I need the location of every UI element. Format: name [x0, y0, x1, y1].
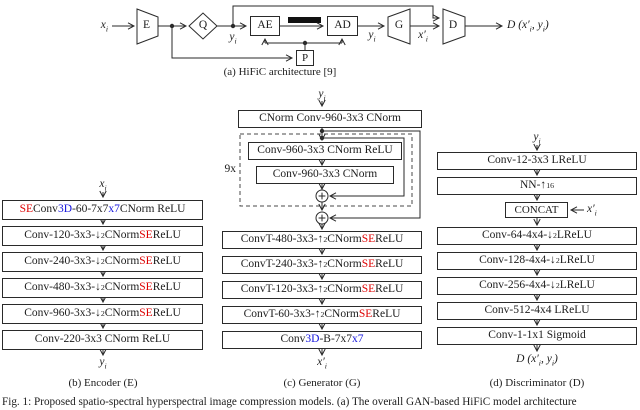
generator-upsample-layer: ConvT-120-3x3-↑2 CNorm SE ReLU [222, 281, 422, 299]
encoder-output-y-i: yi [99, 356, 107, 371]
residual-layer: Conv-960-3x3 CNorm [256, 166, 394, 184]
caption-d: (d) Discriminator (D) [489, 377, 585, 389]
node-G: G [394, 19, 404, 31]
caption-b: (b) Encoder (E) [68, 377, 138, 389]
discriminator-output: D (x′i, yi) [516, 353, 558, 368]
add-circle [315, 211, 329, 225]
encoder-input-x-i: xi [99, 178, 107, 193]
encoder-layer: Conv-120-3x3-↓2 CNorm SE ReLU [2, 226, 203, 246]
branch-dot [302, 40, 308, 46]
node-D: D [448, 19, 458, 31]
concat-input-x-prime-i: x′i [587, 203, 597, 218]
bitstream-bar [288, 17, 321, 23]
encoder-layer: Conv-480-3x3-↓2 CNorm SE ReLU [2, 278, 203, 298]
discriminator-input-y-i: yi [533, 131, 541, 146]
label-d-output: D (x′i, yi) [507, 19, 549, 34]
caption-a: (a) HiFiC architecture [9] [223, 66, 337, 78]
residual-repeat-label: 9x [224, 163, 237, 175]
discriminator-layer: Conv-128-4x4-↓2 LReLU [437, 252, 637, 270]
encoder-layer: Conv-960-3x3-↓2 CNorm SE ReLU [2, 304, 203, 324]
label-y-i-latent: yi [229, 31, 237, 46]
generator-input-y-i: yi [318, 88, 326, 103]
node-AD: AD [327, 16, 358, 36]
discriminator-layer: Conv-1-1x1 Sigmoid [437, 327, 637, 345]
concat-node: CONCAT [505, 202, 568, 218]
encoder-layer: Conv-240-3x3-↓2 CNorm SE ReLU [2, 252, 203, 272]
discriminator-layer: Conv-512-4x4 LReLU [437, 302, 637, 320]
branch-dot [169, 23, 175, 29]
node-E: E [142, 19, 151, 31]
branch-dot [230, 23, 236, 29]
generator-output-x-prime-i: x′i [317, 356, 327, 371]
discriminator-layer: NN-↑16 [437, 177, 637, 195]
discriminator-layer: Conv-64-4x4-↓2 LReLU [437, 227, 637, 245]
encoder-layer: Conv-220-3x3 CNorm ReLU [2, 330, 203, 350]
generator-upsample-layer: ConvT-240-3x3-↑2 CNorm SE ReLU [222, 256, 422, 274]
node-Q: Q [198, 19, 208, 31]
node-AE: AE [250, 16, 280, 36]
generator-upsample-layer: ConvT-480-3x3-↑2 CNorm SE ReLU [222, 231, 422, 249]
node-P: P [296, 50, 314, 66]
add-circle [315, 189, 329, 203]
label-x-prime-i: x′i [418, 29, 428, 44]
figure-caption: Fig. 1: Proposed spatio-spectral hypersp… [2, 396, 577, 408]
discriminator-layer: Conv-12-3x3 LReLU [437, 152, 637, 170]
branch-dot [319, 135, 325, 141]
generator-head-layer: CNorm Conv-960-3x3 CNorm [238, 110, 422, 128]
residual-layer: Conv-960-3x3 CNorm ReLU [248, 142, 402, 160]
branch-dot [319, 128, 325, 134]
discriminator-layer: Conv-256-4x4-↓2 LReLU [437, 277, 637, 295]
label-y-i-decoded: yi [368, 29, 376, 44]
label-x-i-input: xi [100, 19, 108, 34]
caption-c: (c) Generator (G) [283, 377, 361, 389]
generator-upsample-layer: ConvT-60-3x3-↑2 CNorm SE ReLU [222, 306, 422, 324]
